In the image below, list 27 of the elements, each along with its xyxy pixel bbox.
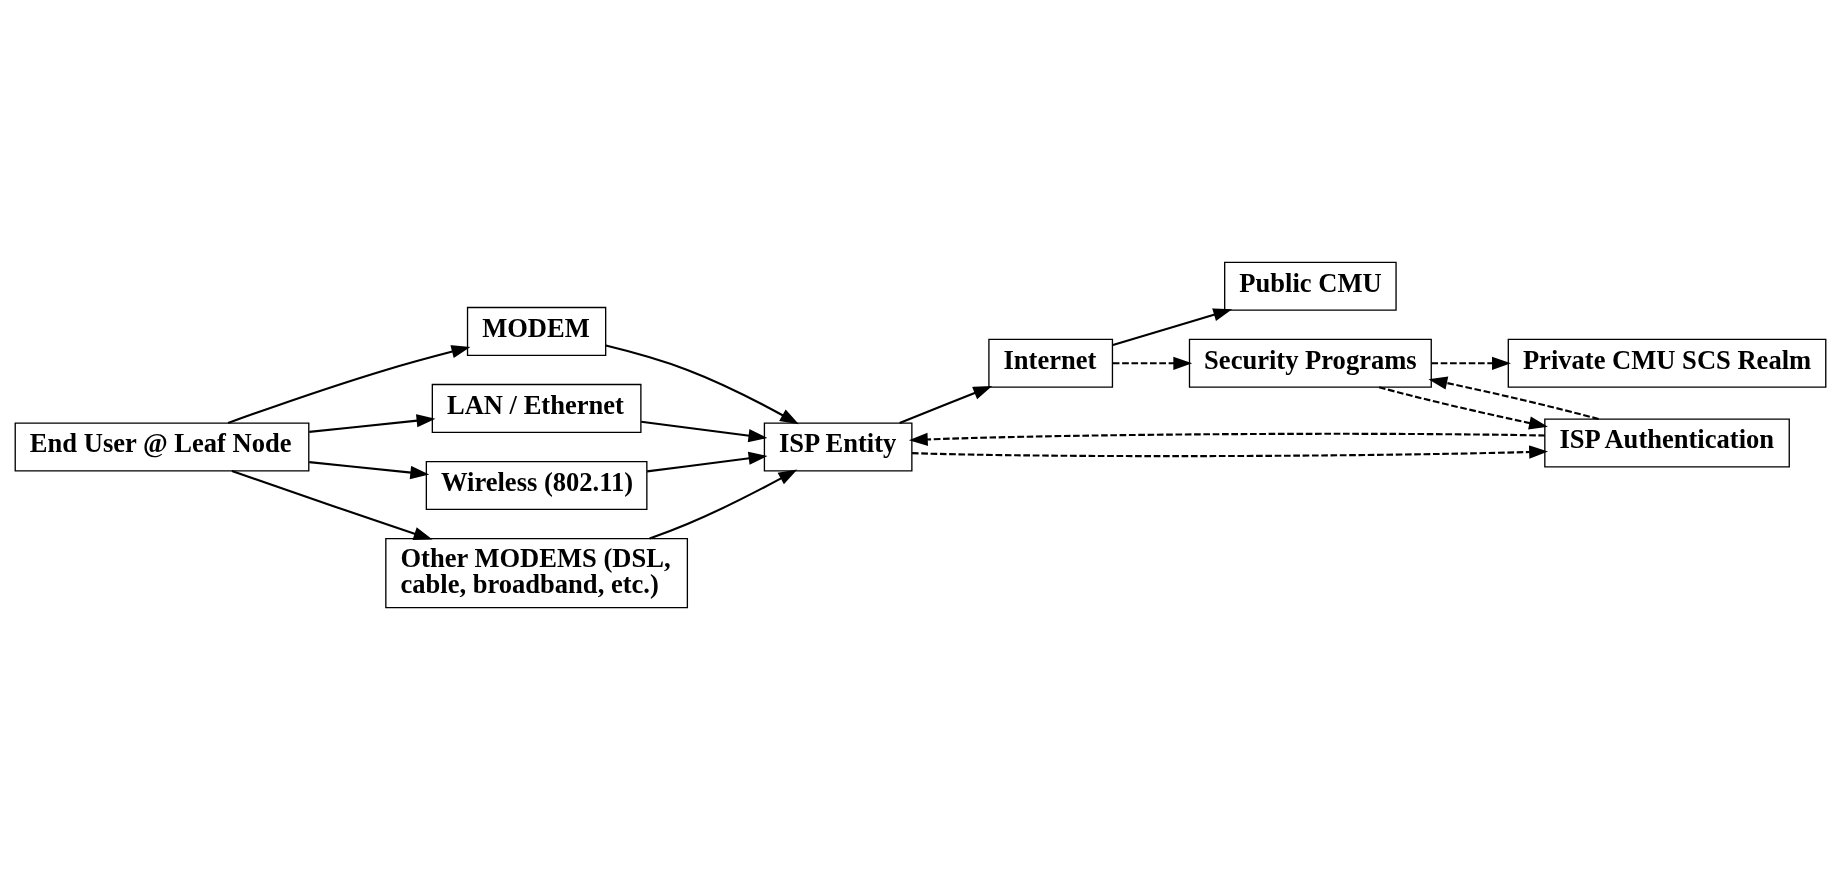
node-box: LAN / Ethernet (431, 383, 642, 433)
node-box: Internet (988, 338, 1114, 388)
arrow (227, 345, 471, 424)
arrow (309, 414, 436, 433)
node-box: Wireless (802.11) (425, 460, 648, 511)
arrow (649, 469, 798, 540)
arrow (605, 344, 799, 425)
arrow (231, 470, 433, 540)
node-box: Private CMU SCS Realm (1507, 338, 1827, 388)
node-box: End User @ Leaf Node (14, 422, 310, 472)
node-box: ISP Authentication (1544, 418, 1790, 468)
arrow (641, 420, 768, 443)
arrow (1378, 386, 1548, 430)
arrow (646, 451, 768, 473)
node-box: MODEM (466, 306, 607, 356)
arrow (1112, 356, 1193, 370)
arrow (908, 432, 1545, 447)
arrow (899, 386, 993, 424)
node-box: Other MODEMS (DSL, cable, broadband, etc.) (385, 537, 689, 609)
arrow (309, 461, 430, 480)
node-box: Public CMU (1224, 261, 1397, 311)
node-box: Security Programs (1188, 338, 1432, 388)
node-box: ISP Entity (763, 422, 913, 472)
arrow (1428, 376, 1599, 421)
arrow (1112, 308, 1233, 347)
arrow (1431, 356, 1511, 370)
arrow (912, 445, 1549, 459)
